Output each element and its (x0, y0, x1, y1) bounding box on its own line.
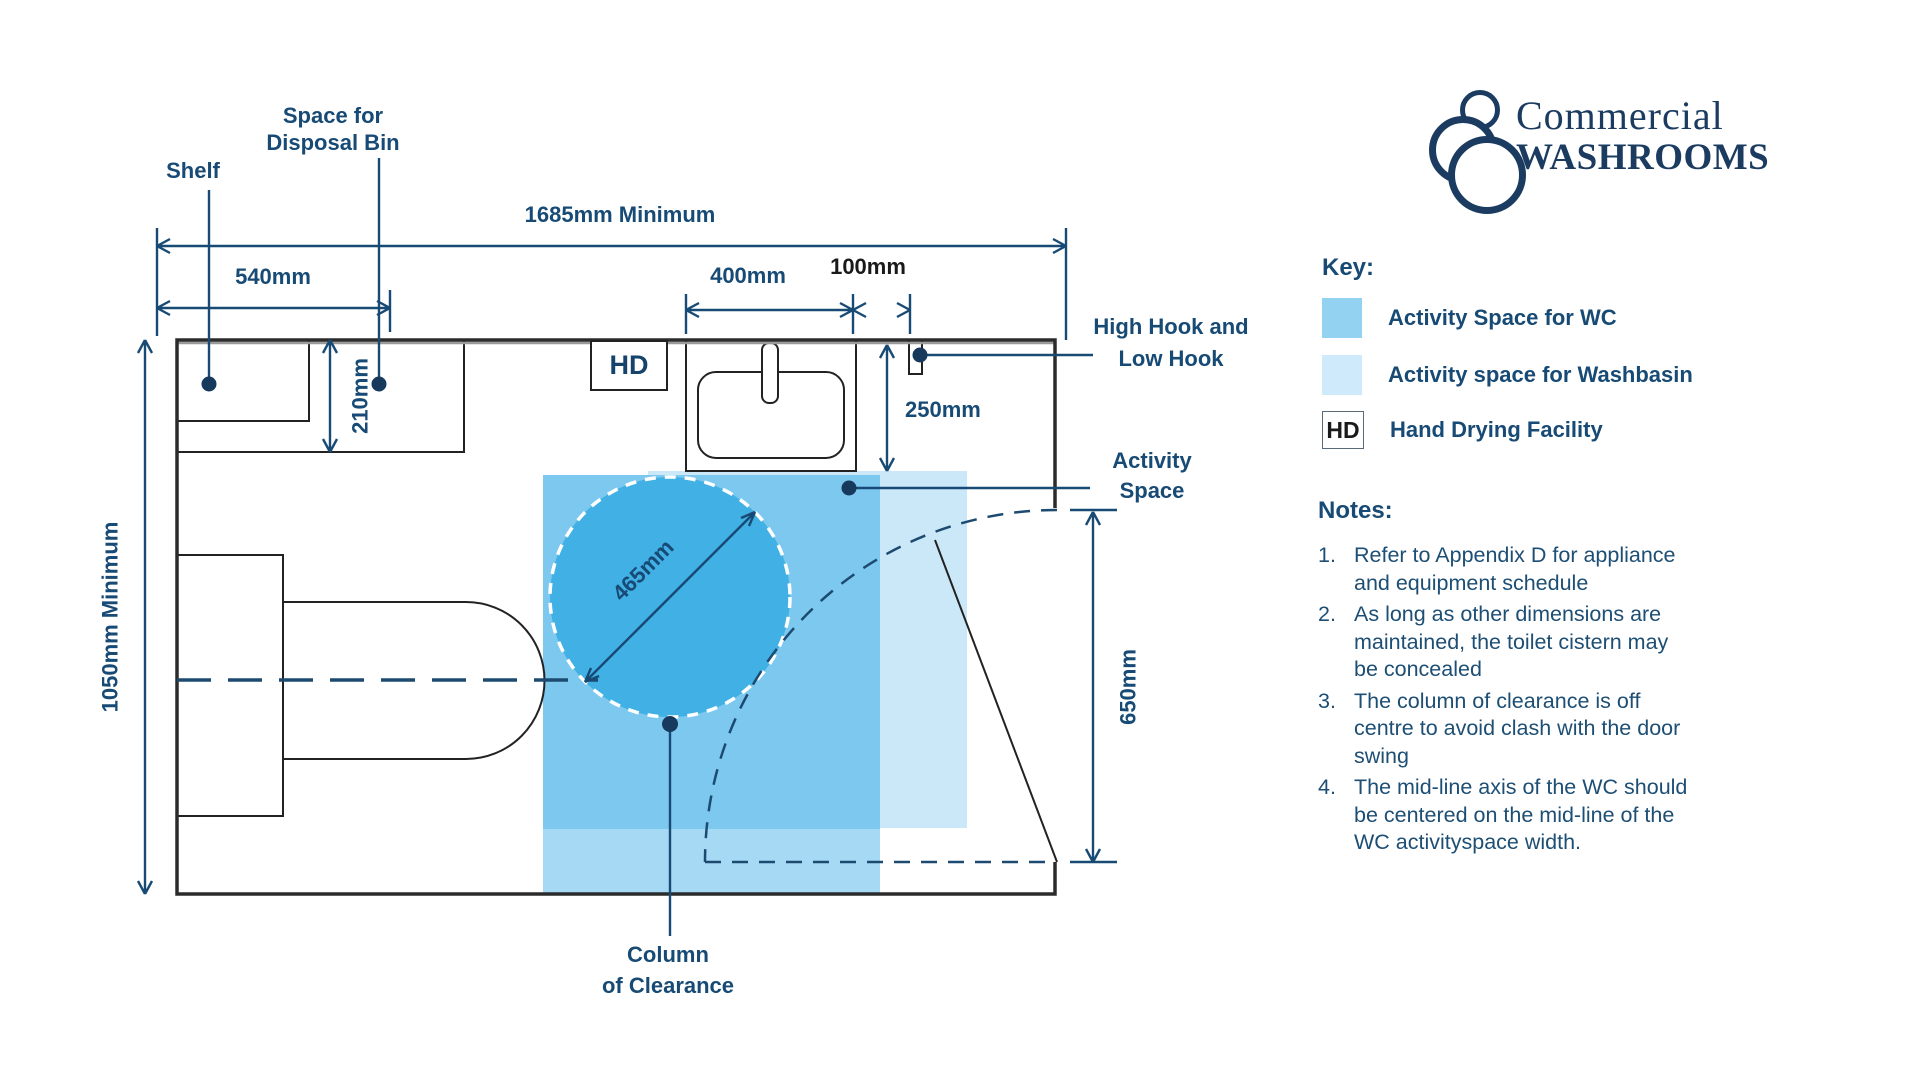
key-item-washbasin: Activity space for Washbasin (1322, 355, 1693, 395)
washbasin-space-swatch (1322, 355, 1362, 395)
wc-space-swatch (1322, 298, 1362, 338)
key-title: Key: (1322, 254, 1375, 281)
shelf-label: Shelf (166, 158, 220, 183)
column-of-clearance-label: Column of Clearance (601, 942, 735, 998)
dim-door-side-clearance: 650mm (1115, 649, 1141, 725)
hook-dot (912, 347, 928, 363)
logo-text-washrooms: WASHROOMS (1516, 137, 1770, 178)
key-item-hd: HD Hand Drying Facility (1322, 411, 1603, 449)
leader-dots (201, 347, 928, 732)
note-item-1: 1. Refer to Appendix D for appliance and… (1318, 543, 1676, 595)
door-leaf (934, 539, 1058, 863)
note-item-3: 3. The column of clearance is off centre… (1318, 688, 1681, 768)
key-item-wc: Activity Space for WC (1322, 298, 1617, 338)
hand-dryer-box-label: HD (609, 350, 649, 380)
shelf-dot (201, 376, 217, 392)
dim-washbasin-clearance: 250mm (905, 397, 981, 422)
logo-bubble-large-icon (1448, 136, 1526, 214)
wc-cistern (176, 554, 284, 817)
dim-room-depth: 1050mm Minimum (97, 521, 123, 713)
dim-washbasin-width: 400mm (710, 263, 786, 288)
room-walls (175, 338, 1057, 896)
dim-shelf-zone-width: 540mm (235, 264, 311, 289)
dim-hook-offset: 100mm (830, 254, 906, 279)
disposal-dot (371, 376, 387, 392)
column-dot (662, 716, 678, 732)
hand-dryer-box: HD (590, 340, 668, 391)
note-item-2: 2. As long as other dimensions are maint… (1318, 602, 1669, 681)
hook-label: High Hook and Low Hook (1093, 314, 1249, 371)
activity-space-dot (841, 480, 857, 496)
disposal-bin-label: Space for Disposal Bin (266, 103, 400, 155)
hd-swatch: HD (1322, 411, 1364, 449)
washbasin-tap (761, 342, 779, 404)
note-item-4: 4. The mid-line axis of the WC should be… (1318, 775, 1688, 854)
notes-list: 1. Refer to Appendix D for appliance and… (1318, 542, 1728, 861)
door-swing-arc (703, 508, 1058, 863)
shelf-outline (176, 339, 310, 422)
notes-title: Notes: (1318, 497, 1393, 524)
activity-space-label: Activity Space (1112, 448, 1192, 503)
dim-total-width: 1685mm Minimum (524, 202, 716, 227)
dim-shelf-depth: 210mm (347, 358, 373, 434)
logo-text-commercial: Commercial (1516, 93, 1724, 138)
dimension-lines (136, 158, 1117, 936)
